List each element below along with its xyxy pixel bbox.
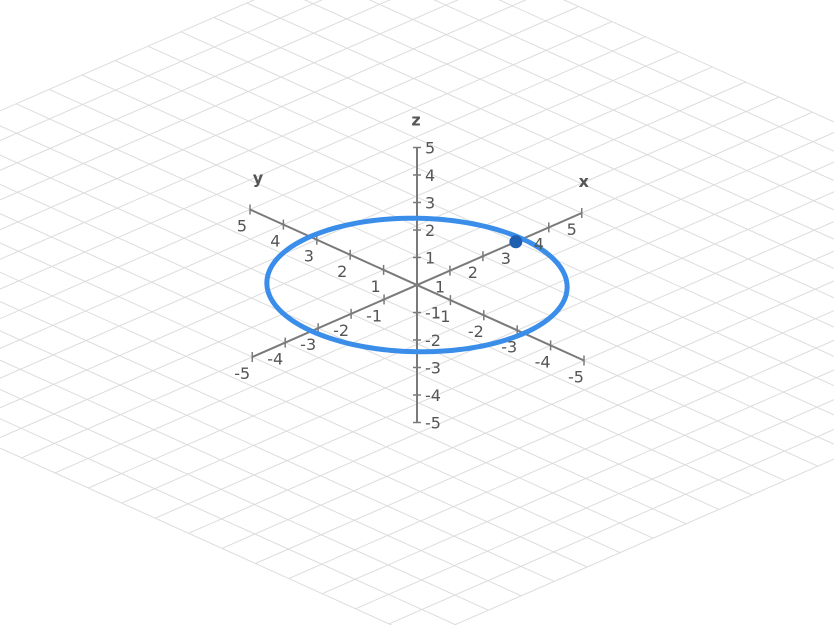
grid-line	[368, 0, 834, 211]
grid-line	[0, 0, 255, 112]
grid-line	[0, 447, 393, 625]
y-tick-label: 4	[270, 232, 280, 251]
x-tick-label: -2	[333, 321, 349, 340]
grid-line	[213, 16, 834, 299]
x-tick-label: 3	[501, 249, 511, 268]
z-tick-label: -4	[425, 386, 441, 405]
x-tick-label: -3	[300, 335, 316, 354]
z-tick-label: 5	[425, 139, 435, 158]
grid-line	[0, 183, 720, 510]
x-tick-label: 1	[435, 278, 445, 297]
grid-line	[0, 21, 613, 290]
grid-line	[0, 6, 579, 260]
highlight-point	[509, 235, 523, 249]
grid-line	[0, 271, 621, 554]
x-tick-label: -5	[234, 364, 250, 383]
y-tick-label: 3	[304, 247, 314, 266]
grid-line	[0, 0, 527, 231]
z-tick-label: -5	[425, 414, 441, 433]
y-tick-label: 5	[237, 217, 247, 236]
grid-line	[433, 0, 834, 182]
y-tick-label: -2	[468, 322, 484, 341]
circle-curve	[264, 215, 570, 355]
y-tick-label: -3	[501, 337, 517, 356]
y-tick-label: -5	[568, 368, 584, 387]
grid-line	[388, 428, 834, 625]
x-tick-label: -1	[366, 306, 382, 325]
grid-line	[0, 125, 786, 482]
x-axis-label: x	[579, 172, 590, 191]
grid-line	[0, 0, 323, 142]
x-tick-label: 4	[534, 234, 544, 253]
grid-line	[321, 369, 834, 595]
z-tick-label: 1	[425, 249, 435, 268]
grid-line	[114, 60, 834, 387]
grid-line	[0, 81, 746, 409]
z-axis-label: z	[411, 111, 420, 130]
x-tick-label: 5	[567, 220, 577, 239]
grid-line	[0, 0, 459, 201]
y-tick-label: -4	[535, 352, 551, 371]
grid-line	[88, 161, 834, 489]
grid-line	[303, 0, 834, 240]
x-tick-label: 2	[468, 263, 478, 282]
y-tick-label: 1	[371, 277, 381, 296]
y-tick-label: 2	[337, 262, 347, 281]
z-tick-label: 3	[425, 194, 435, 213]
z-tick-label: 2	[425, 221, 435, 240]
grid-line	[563, 0, 834, 123]
z-tick-label: -3	[425, 359, 441, 378]
z-tick-label: 4	[425, 166, 435, 185]
grid-line	[498, 0, 834, 152]
x-tick-label: -4	[267, 350, 283, 369]
z-tick-label: -1	[425, 304, 441, 323]
grid-line	[48, 88, 834, 445]
grid-line	[0, 388, 489, 611]
y-tick-label: -1	[434, 307, 450, 326]
y-axis-label: y	[253, 169, 264, 188]
z-tick-label: -2	[425, 331, 441, 350]
grid-line	[0, 0, 391, 171]
